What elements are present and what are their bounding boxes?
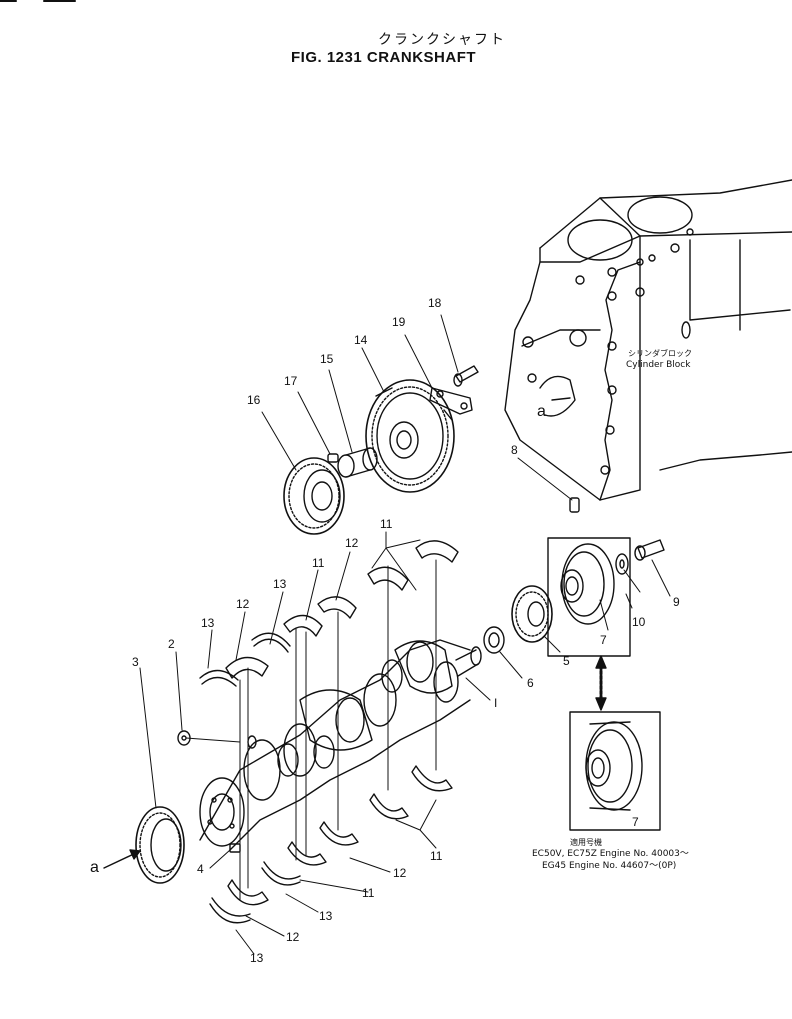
crankshaft-pulley-upper: [547, 537, 631, 657]
crankshaft: [199, 639, 482, 851]
callout-8: 8: [511, 443, 518, 457]
thrust-plate: [429, 387, 473, 415]
timing-gear: [135, 806, 185, 884]
callout-9: 9: [673, 595, 680, 609]
callout-16: 16: [247, 393, 261, 407]
callout-11-top: 11: [380, 517, 393, 531]
pin: [569, 497, 580, 513]
dowel-pin: [327, 453, 339, 463]
idler-gear: [365, 379, 455, 493]
callout-10: 10: [632, 615, 646, 629]
callout-17: 17: [284, 374, 298, 388]
callout-19: 19: [392, 315, 406, 329]
callout-11-right: 11: [430, 849, 443, 863]
callout-6: 6: [527, 676, 534, 690]
pulley-bolt: [634, 539, 665, 561]
view-arrow-a: [103, 849, 141, 869]
front-gear: [511, 585, 553, 643]
applicability-heading: 適用号機: [570, 838, 602, 847]
view-a-block-label: a: [537, 403, 546, 420]
callout-2: 2: [168, 637, 175, 651]
crankshaft-pulley-lower: [569, 711, 661, 831]
oil-seal: [483, 626, 505, 654]
interchange-arrow: [595, 655, 607, 711]
cylinder-block: [504, 179, 792, 501]
callout-7-lower: 7: [632, 815, 639, 829]
figure-title: FIG. 1231 CRANKSHAFT: [291, 49, 477, 66]
callout-13-lowest: 13: [250, 951, 264, 965]
callout-13-top: 13: [273, 577, 287, 591]
leader-lines: [139, 314, 671, 955]
upper-bearing-shells: [199, 540, 459, 687]
view-a-label: a: [90, 859, 99, 876]
callout-12-top: 12: [345, 536, 359, 550]
bolt: [453, 365, 479, 387]
view-arrow-a-block: [551, 397, 571, 401]
crank-gear: [283, 457, 345, 535]
callout-11-mid: 11: [312, 556, 325, 570]
cylinder-block-label: Cylinder Block: [626, 360, 691, 370]
washer: [615, 553, 629, 575]
lower-bearing-shells: [209, 765, 453, 924]
callout-12-bottom: 12: [286, 930, 300, 944]
callout-3: 3: [132, 655, 139, 669]
callout-12-right: 12: [393, 866, 407, 880]
callout-18: 18: [428, 296, 442, 310]
callout-7-upper: 7: [600, 633, 607, 647]
callout-15: 15: [320, 352, 334, 366]
callout-12-left: 12: [236, 597, 250, 611]
applicability-line-1: EC50V, EC75Z Engine No. 40003～: [532, 849, 689, 859]
callout-13-left: 13: [201, 616, 215, 630]
callout-14: 14: [354, 333, 368, 347]
bushing: [337, 447, 378, 478]
crankshaft-callout: I: [494, 696, 498, 710]
applicability-line-2: EG45 Engine No. 44607～(0P): [542, 861, 677, 871]
cylinder-block-label-jp: シリンダブロック: [628, 349, 692, 358]
callout-11-bottom: 11: [362, 886, 375, 900]
callout-5: 5: [563, 654, 570, 668]
callout-4: 4: [197, 862, 204, 876]
title-japanese: クランクシャフト: [378, 32, 506, 48]
callout-13-bottom: 13: [319, 909, 333, 923]
